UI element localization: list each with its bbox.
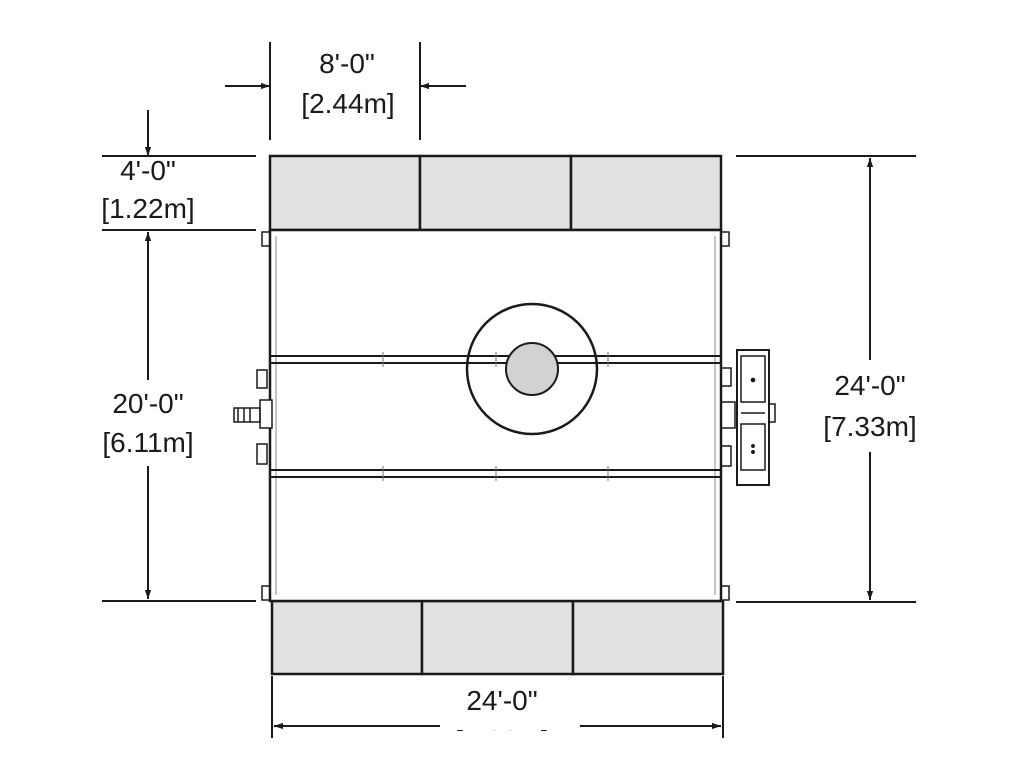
dim-left-main-metric: [6.11m] (102, 427, 193, 458)
platform-outline (268, 228, 723, 603)
top-panel-row (268, 154, 723, 232)
dim-top-width-imperial: 8'-0" (319, 48, 375, 79)
dim-left-main-imperial: 20'-0" (112, 388, 183, 419)
dim-right-total-metric: [7.33m] (823, 411, 916, 442)
dim-top-width-metric: [2.44m] (301, 88, 394, 119)
right-control-box (720, 349, 776, 486)
dim-bottom-total-metric: [7.33m] (455, 725, 548, 756)
bottom-panel-right (571, 599, 725, 676)
dim-left-top-metric: [1.22m] (101, 193, 194, 224)
main-platform (261, 228, 730, 603)
turntable-outer-ring (465, 302, 599, 436)
top-panel-right (569, 154, 723, 232)
top-panel-middle (418, 154, 573, 232)
dim-bottom-total-imperial: 24'-0" (466, 685, 537, 716)
bottom-panel-row (270, 599, 725, 676)
dim-bottom-total (271, 676, 724, 738)
dim-left-top-imperial: 4'-0" (120, 155, 176, 186)
left-mechanism (233, 369, 273, 465)
turntable (465, 302, 599, 436)
top-panel-left (268, 154, 422, 232)
dim-left-main (102, 232, 256, 602)
bottom-panel-middle (420, 599, 575, 676)
dim-right-total-imperial: 24'-0" (834, 370, 905, 401)
dim-left-top (102, 110, 256, 231)
turntable-hub (505, 342, 559, 396)
dim-right-total (736, 155, 916, 603)
dim-top-width (225, 42, 466, 140)
bottom-panel-left (270, 599, 424, 676)
